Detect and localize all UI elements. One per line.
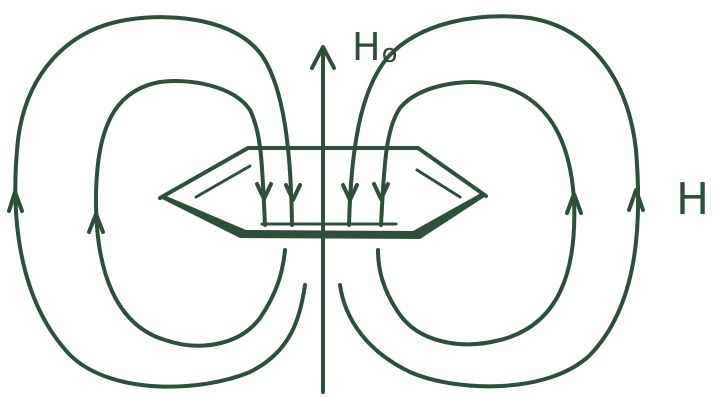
right-outer-field-line — [340, 16, 638, 386]
applied-field-label: Ho — [352, 28, 397, 66]
left-inner-field-line — [96, 81, 285, 346]
induced-field-label: H — [676, 178, 709, 222]
right-inner-field-line — [378, 82, 574, 344]
arrow-right-outer-up — [629, 190, 643, 210]
left-outer-field-line — [15, 17, 305, 386]
applied-field-axis — [312, 47, 334, 392]
